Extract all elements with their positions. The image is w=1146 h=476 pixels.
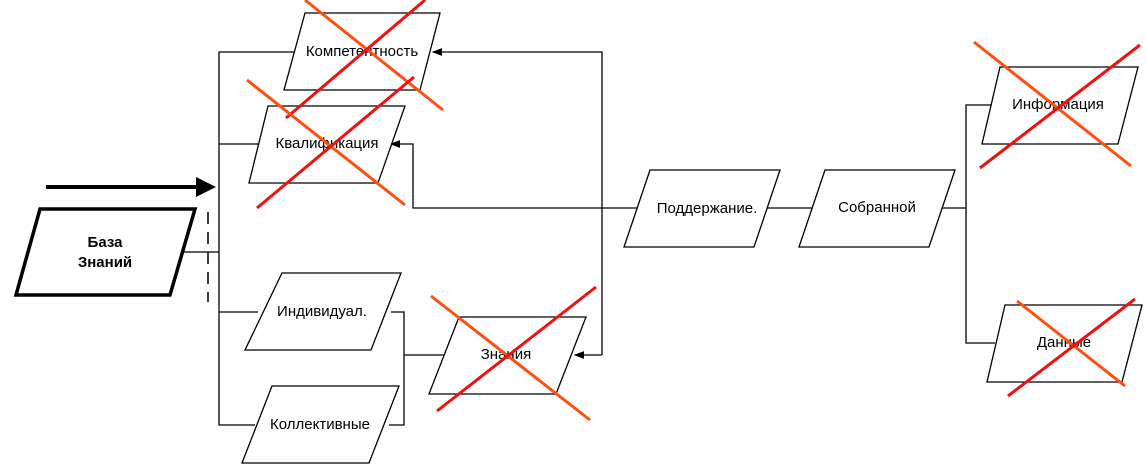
node-individual[interactable]: Индивидуал. (243, 272, 402, 351)
connector-arrow (389, 140, 640, 209)
node-collected[interactable]: Собранной (798, 169, 956, 248)
node-support[interactable]: Поддержание. (623, 169, 781, 248)
connector-arrow (431, 48, 603, 355)
cross-out-qualification (246, 75, 415, 210)
node-label: Собранной (838, 199, 916, 216)
node-data[interactable]: Данные (986, 304, 1143, 383)
cross-out-data (1007, 297, 1136, 398)
node-label: Коллективные (270, 416, 370, 433)
connector (965, 104, 1000, 344)
cross-out-knowledge (430, 285, 597, 422)
node-label: База (88, 234, 124, 251)
node-competence[interactable]: Компетентность (283, 12, 441, 91)
node-collective[interactable]: Коллективные (241, 385, 400, 464)
connectors (46, 48, 1000, 426)
cross-out-information (973, 40, 1141, 170)
node-label: Поддержание. (657, 200, 758, 217)
connector (218, 51, 300, 426)
node-knowledge-base[interactable]: База Знаний (13, 207, 198, 297)
node-label: Данные (1037, 334, 1091, 351)
node-label: Индивидуал. (277, 303, 367, 320)
node-label: Знаний (78, 254, 132, 271)
connector (389, 311, 405, 426)
node-label: Информация (1012, 96, 1104, 113)
cross-out-competence (285, 0, 444, 120)
